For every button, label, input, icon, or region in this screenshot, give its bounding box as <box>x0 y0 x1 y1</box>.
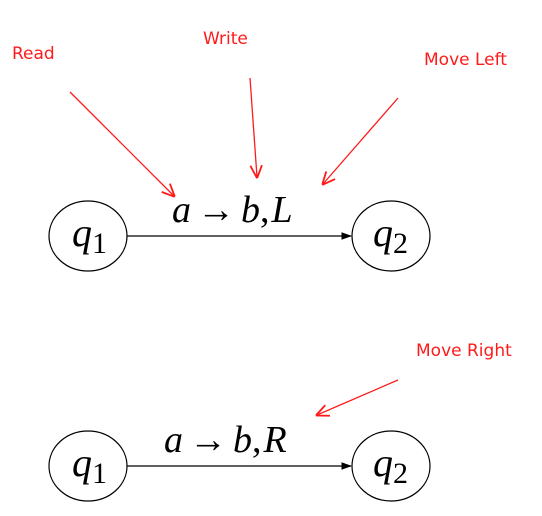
read-pointer-arrow <box>69 91 174 196</box>
move-left-pointer-arrow <box>323 97 399 184</box>
transition-top: q1 q2 a→b,L <box>48 189 431 272</box>
move-right-pointer-arrow <box>317 379 399 415</box>
state-node-q1 <box>48 200 128 272</box>
state-label-q2: q2 <box>373 440 408 490</box>
write-pointer-arrow <box>249 77 257 177</box>
transition-bottom: q1 q2 a→b,R <box>48 419 431 502</box>
state-node-q2 <box>351 200 431 272</box>
annotation-write: Write <box>203 29 248 49</box>
annotation-move-left: Move Left <box>424 50 507 70</box>
transition-label: a→b,R <box>164 419 287 461</box>
annotation-read: Read <box>12 44 55 64</box>
transition-label: a→b,L <box>172 189 293 231</box>
annotation-move-right: Move Right <box>416 341 512 361</box>
state-node-q2 <box>351 430 431 502</box>
state-label-q1: q1 <box>72 440 107 490</box>
state-label-q1: q1 <box>72 210 107 260</box>
state-label-q2: q2 <box>373 210 408 260</box>
state-node-q1 <box>48 430 128 502</box>
